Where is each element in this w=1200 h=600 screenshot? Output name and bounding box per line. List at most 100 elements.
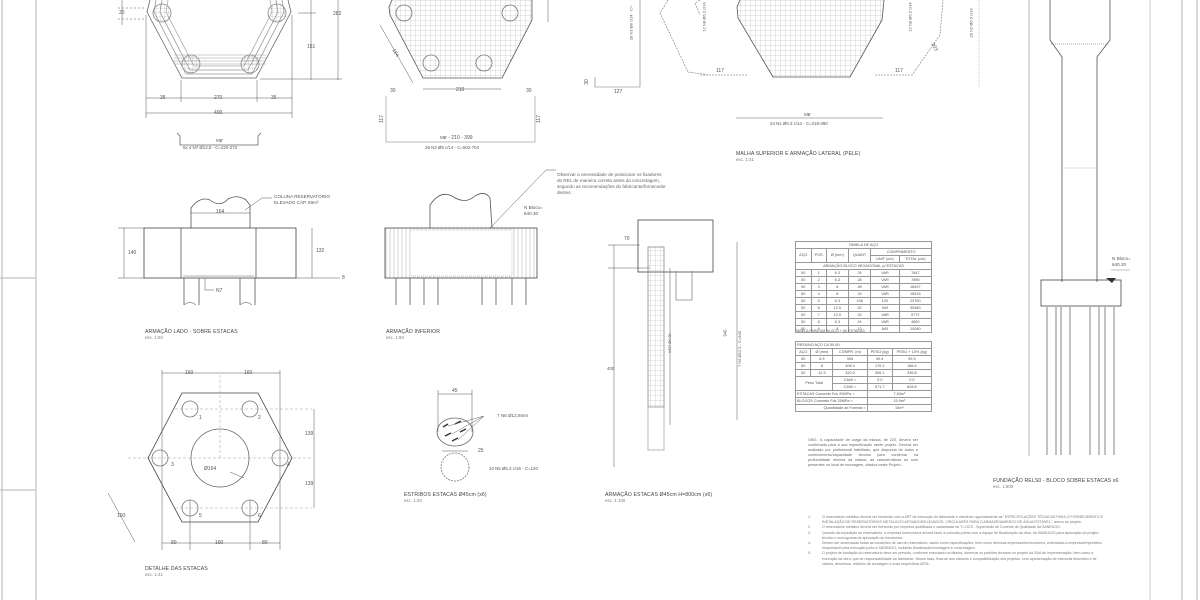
steel-header: Ø (mm) [825,248,849,263]
dim-35-right: 35 [271,95,277,101]
column-label-2: ELEVADO CAP. 60m³ [274,200,319,205]
level-value-inf: 640.20 [524,211,539,216]
dim-270: 270 [214,95,223,101]
steel-subheader: TOTAL (cm) [898,255,933,263]
detalhe-estacas-view [107,370,315,550]
armacao-estacas-title: ARMAÇÃO ESTACAS Ø45cm H=800cm (x6)esc. 1… [605,492,713,503]
table-row: ESTACAS Concreto Fck 20MPa =7.63m³ [795,390,933,398]
pile-number-1: 1 [199,415,202,421]
bend-detail-view [594,0,711,88]
dim-top-right: 160 [244,370,253,376]
mesh-sup-bar-label: 24 N1 Ø6.3 c/14 - C=218-390 [770,121,828,126]
table-row: Quantidade de Formas =10m² [795,404,933,412]
summary-table: RESUMO AÇO CA 50-60 AÇO Ø (mm) COMPR. (m… [794,341,933,412]
steel-header: COMPRIMENTO [870,248,932,256]
note-item: 2.O reservatório metálico deverá ser for… [808,525,1061,530]
pile-number-3: 3 [171,462,174,468]
steel-header: AÇO [795,248,812,263]
level-value-fund: 640.20 [1112,262,1127,267]
dim-45: 45 [452,388,458,394]
dim-bot-left: 80 [171,540,177,546]
dim-70: 70 [624,236,630,242]
mesh-sup-left-label: 12 N8 Ø6.3 c/14 [701,2,707,32]
note-item: 3.Quando da expedição do reservatório, a… [808,530,1099,540]
armacao-inferior-view [384,169,556,305]
dim-117-left: 117 [378,115,385,123]
dim-117-sup-right: 117 [895,68,903,74]
summary-header: PESO + 10% (kg) [891,348,933,356]
summary-header: Ø (mm) [810,348,834,356]
estribos-view [436,390,485,482]
steel-header: POS [810,248,827,263]
summary-header: AÇO [794,348,812,356]
pile-number-5: 5 [199,513,202,519]
dim-210: 210 [456,87,465,93]
mesh-top-view [379,0,549,143]
pile-number-6: 6 [258,513,261,519]
steel-section-label: ARMAÇÃO BLOCO HEXAGONAL p/ ESTACAS [795,262,932,270]
dim-132: 132 [316,248,325,254]
spiral-label: 30 N5 c/14 [667,333,673,353]
note-item: 4.Devem ser observadas todas as condiçõe… [808,541,1102,551]
bars-label: 7 N6 Ø12,5mm [497,413,529,418]
stirrup-label: 33 N5 Ø6.3 c/16 - C=120 [489,466,538,471]
dim-940: 940 [722,329,728,337]
hex-plan-bars-view [118,0,342,146]
center-diameter: Ø164 [204,466,217,472]
steel-subheader: UNIT (cm) [870,255,900,263]
level-label-inf: N Bloco= [524,205,543,210]
steel-table-footnote: TABELA PARA UM BLOCO + 6X ESTACAS [795,329,865,333]
steel-table: TABELA DE AÇO AÇO POS Ø (mm) QUANT COMPR… [795,241,933,333]
bar-var-label: var [216,138,223,144]
mesh-superior-title: MALHA SUPERIOR E ARMAÇÃO LATERAL (PELE)e… [736,151,861,162]
level-label-fund: N Bloco= [1112,256,1131,261]
dim-151: 151 [307,44,316,50]
dim-35-left: 35 [160,95,166,101]
dim-140: 140 [128,250,137,256]
dim-400-pile: 400 [607,366,615,371]
dim-282: 282 [333,11,342,17]
dim-117-right: 117 [535,115,542,123]
fixer-note: Observar a necessidade de posicionar os … [557,172,666,195]
obs-note: OBS.: A capacidade de carga da estaca, d… [808,438,918,467]
dim-127: 127 [614,89,623,95]
armacao-lado-view [118,196,340,306]
dim-30-bend: 30 [583,79,590,85]
dim-8: 8 [342,275,345,281]
dim-bot-right: 80 [262,540,268,546]
dim-117-sup-left: 117 [716,68,724,74]
mesh-sup-side-label: 28 N2 Ø6.3 c/14 [968,8,974,38]
pile-number-2: 2 [258,415,261,421]
pile-number-4: 4 [287,462,290,468]
estribos-title: ESTRIBOS ESTACAS Ø45cm (x6)esc. 1:20 [404,492,487,503]
note-item: 1.O reservatório metálico deverá ser for… [808,515,1103,525]
dim-right-bot: 139 [305,481,314,487]
dim-bot-mid: 160 [215,540,224,546]
mesh-superior-view [694,0,980,119]
steel-table-title: TABELA DE AÇO [795,241,932,249]
bar-n7-label: 6x 4 N7 Ø12.5 - C=220-272 [183,145,238,150]
table-row: BLOCOS Concreto Fck 25MPa =15.9m³ [795,397,933,405]
summary-header: COMPR. (m) [832,348,868,356]
dim-right-top: 139 [305,431,314,437]
column-label-1: COLUNA RESERVATÓRIO [274,194,330,199]
armacao-estacas-view [608,219,738,467]
summary-header: PESO (kg) [866,348,893,356]
long-bar-label: 7 N6 Ø12.5 - C=940 [736,331,742,367]
mesh-sup-bar-sub: var [804,112,811,118]
